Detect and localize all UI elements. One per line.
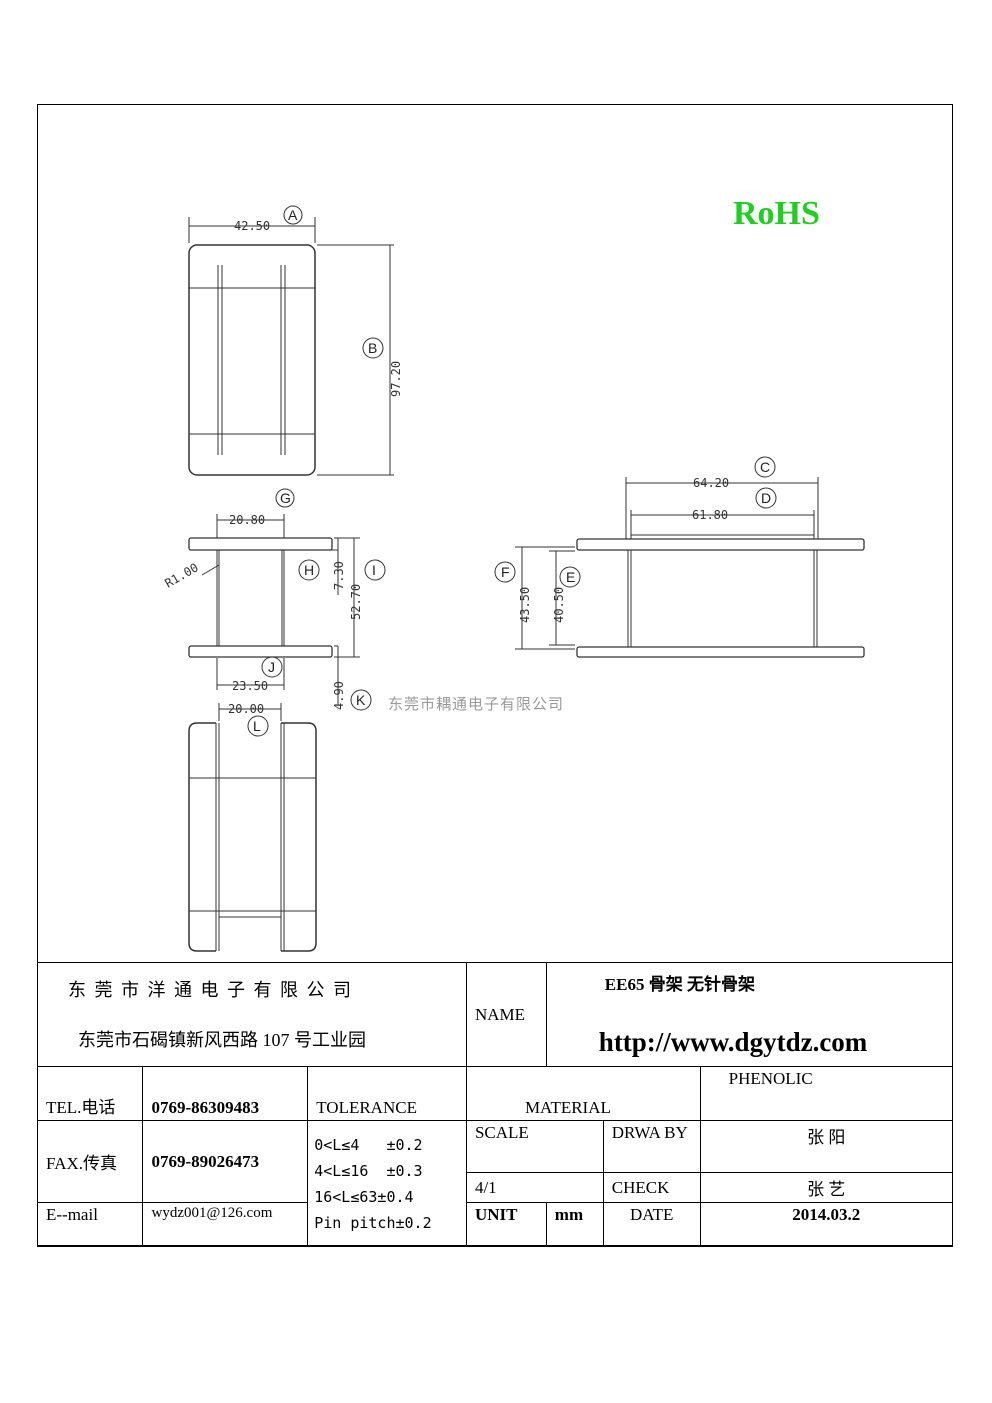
name-label: NAME: [465, 962, 547, 1067]
dim-l-text: 20.00: [228, 702, 264, 716]
marker-c: C: [760, 459, 770, 475]
marker-b: B: [368, 340, 377, 356]
dim-c-text: 64.20: [693, 476, 729, 490]
drawn-label: DRWA BY: [602, 1120, 701, 1173]
material-value: PHENOLIC: [699, 1066, 954, 1121]
marker-g: G: [280, 490, 291, 506]
drawing-sheet: 42.50 A 97.20 B 20.80 G: [37, 104, 953, 1246]
dim-i-text: 52.70: [349, 584, 363, 620]
email-label: E--mail: [36, 1202, 144, 1247]
dim-e-text: 40.50: [552, 587, 566, 623]
date-value: 2014.03.2: [699, 1202, 954, 1247]
company-name: 东 莞 市 洋 通 电 子 有 限 公 司: [68, 979, 353, 1000]
dim-r-text: R1.00: [163, 560, 201, 590]
marker-h: H: [304, 562, 314, 578]
dim-f-text: 43.50: [518, 587, 532, 623]
bottom-view: 20.00 L: [188, 702, 317, 952]
date-label: DATE: [602, 1202, 701, 1247]
marker-l: L: [253, 718, 261, 734]
material-label: MATERIAL: [465, 1066, 701, 1121]
tel-label: TEL.电话: [36, 1066, 144, 1121]
email-value: wydz001@126.com: [142, 1202, 309, 1247]
fax-label: FAX.传真: [36, 1120, 144, 1203]
marker-f: F: [501, 564, 510, 580]
unit-label: UNIT: [465, 1202, 547, 1247]
checked-by: 张 艺: [699, 1172, 954, 1203]
dim-h-text: 7.30: [332, 561, 346, 590]
marker-a: A: [288, 207, 298, 223]
company-address: 东莞市石碣镇新风西路 107 号工业园: [78, 1029, 366, 1050]
dim-b-text: 97.20: [389, 361, 403, 397]
tolerance-1: 0<L≤4 ±0.2: [314, 1135, 423, 1154]
title-block: 东 莞 市 洋 通 电 子 有 限 公 司 东莞市石碣镇新风西路 107 号工业…: [36, 962, 954, 1247]
marker-j: J: [268, 659, 275, 675]
side-view: 64.20 C 61.80 D 43.50 40.50 F E: [494, 456, 865, 658]
tolerance-label: TOLERANCE: [307, 1066, 467, 1121]
technical-drawing: 42.50 A 97.20 B 20.80 G: [163, 205, 865, 952]
dim-j-text: 23.50: [232, 679, 268, 693]
rohs-label: RoHS: [733, 195, 820, 232]
check-label: CHECK: [602, 1172, 701, 1203]
drawn-by: 张 阳: [699, 1120, 954, 1173]
scale-label: SCALE: [465, 1120, 604, 1173]
dim-g-text: 20.80: [229, 513, 265, 527]
tolerance-2: 4<L≤16 ±0.3: [314, 1161, 423, 1180]
front-view: 20.80 G R1.00 7.30 52.70 H I 23.50 J: [163, 488, 386, 711]
company-url: http://www.dgytdz.com: [598, 1027, 868, 1057]
product-name: EE65 骨架 无针骨架: [604, 975, 755, 994]
top-view: 42.50 A 97.20 B: [188, 205, 403, 476]
dim-d-text: 61.80: [692, 508, 728, 522]
tel-value: 0769-86309483: [142, 1066, 309, 1121]
tolerance-3: 16<L≤63±0.4: [314, 1187, 414, 1206]
tolerance-4: Pin pitch±0.2: [314, 1213, 432, 1232]
marker-k: K: [356, 692, 366, 708]
dim-a-text: 42.50: [234, 219, 270, 233]
dim-k-text: 4.90: [332, 681, 346, 710]
unit-value: mm: [545, 1202, 604, 1247]
fax-value: 0769-89026473: [142, 1120, 309, 1203]
scale-value: 4/1: [465, 1172, 604, 1203]
watermark: 东莞市耦通电子有限公司: [388, 695, 565, 713]
marker-i: I: [372, 562, 376, 578]
marker-e: E: [566, 569, 575, 585]
marker-d: D: [761, 490, 771, 506]
